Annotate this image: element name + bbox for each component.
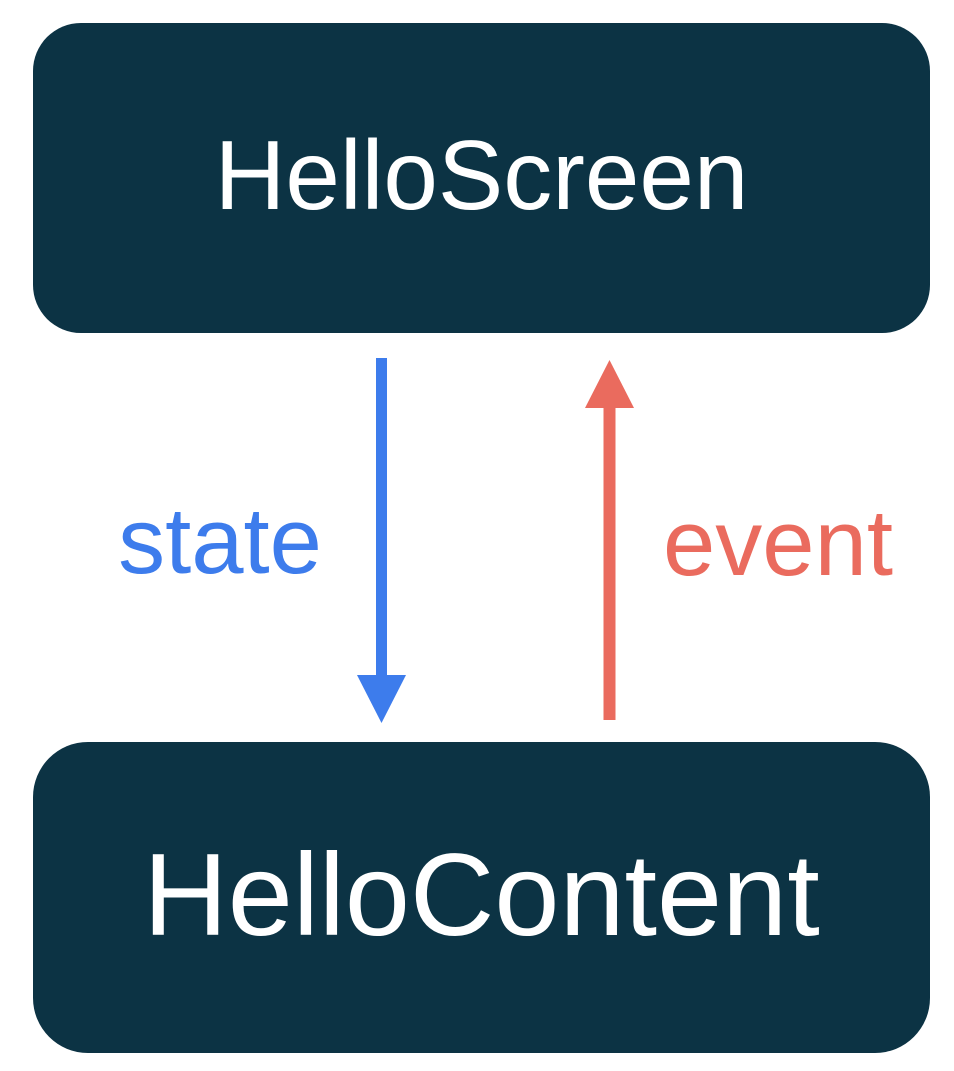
hello-screen-label: HelloScreen (214, 120, 749, 230)
state-arrowhead-icon (357, 675, 406, 723)
hello-screen-box: HelloScreen (33, 23, 930, 333)
state-label: state (118, 488, 322, 593)
state-arrow (357, 358, 406, 723)
event-arrow (585, 360, 634, 720)
event-arrowhead-icon (585, 360, 634, 408)
hello-content-box: HelloContent (33, 742, 930, 1053)
hello-content-label: HelloContent (143, 829, 820, 960)
event-label: event (663, 490, 893, 595)
